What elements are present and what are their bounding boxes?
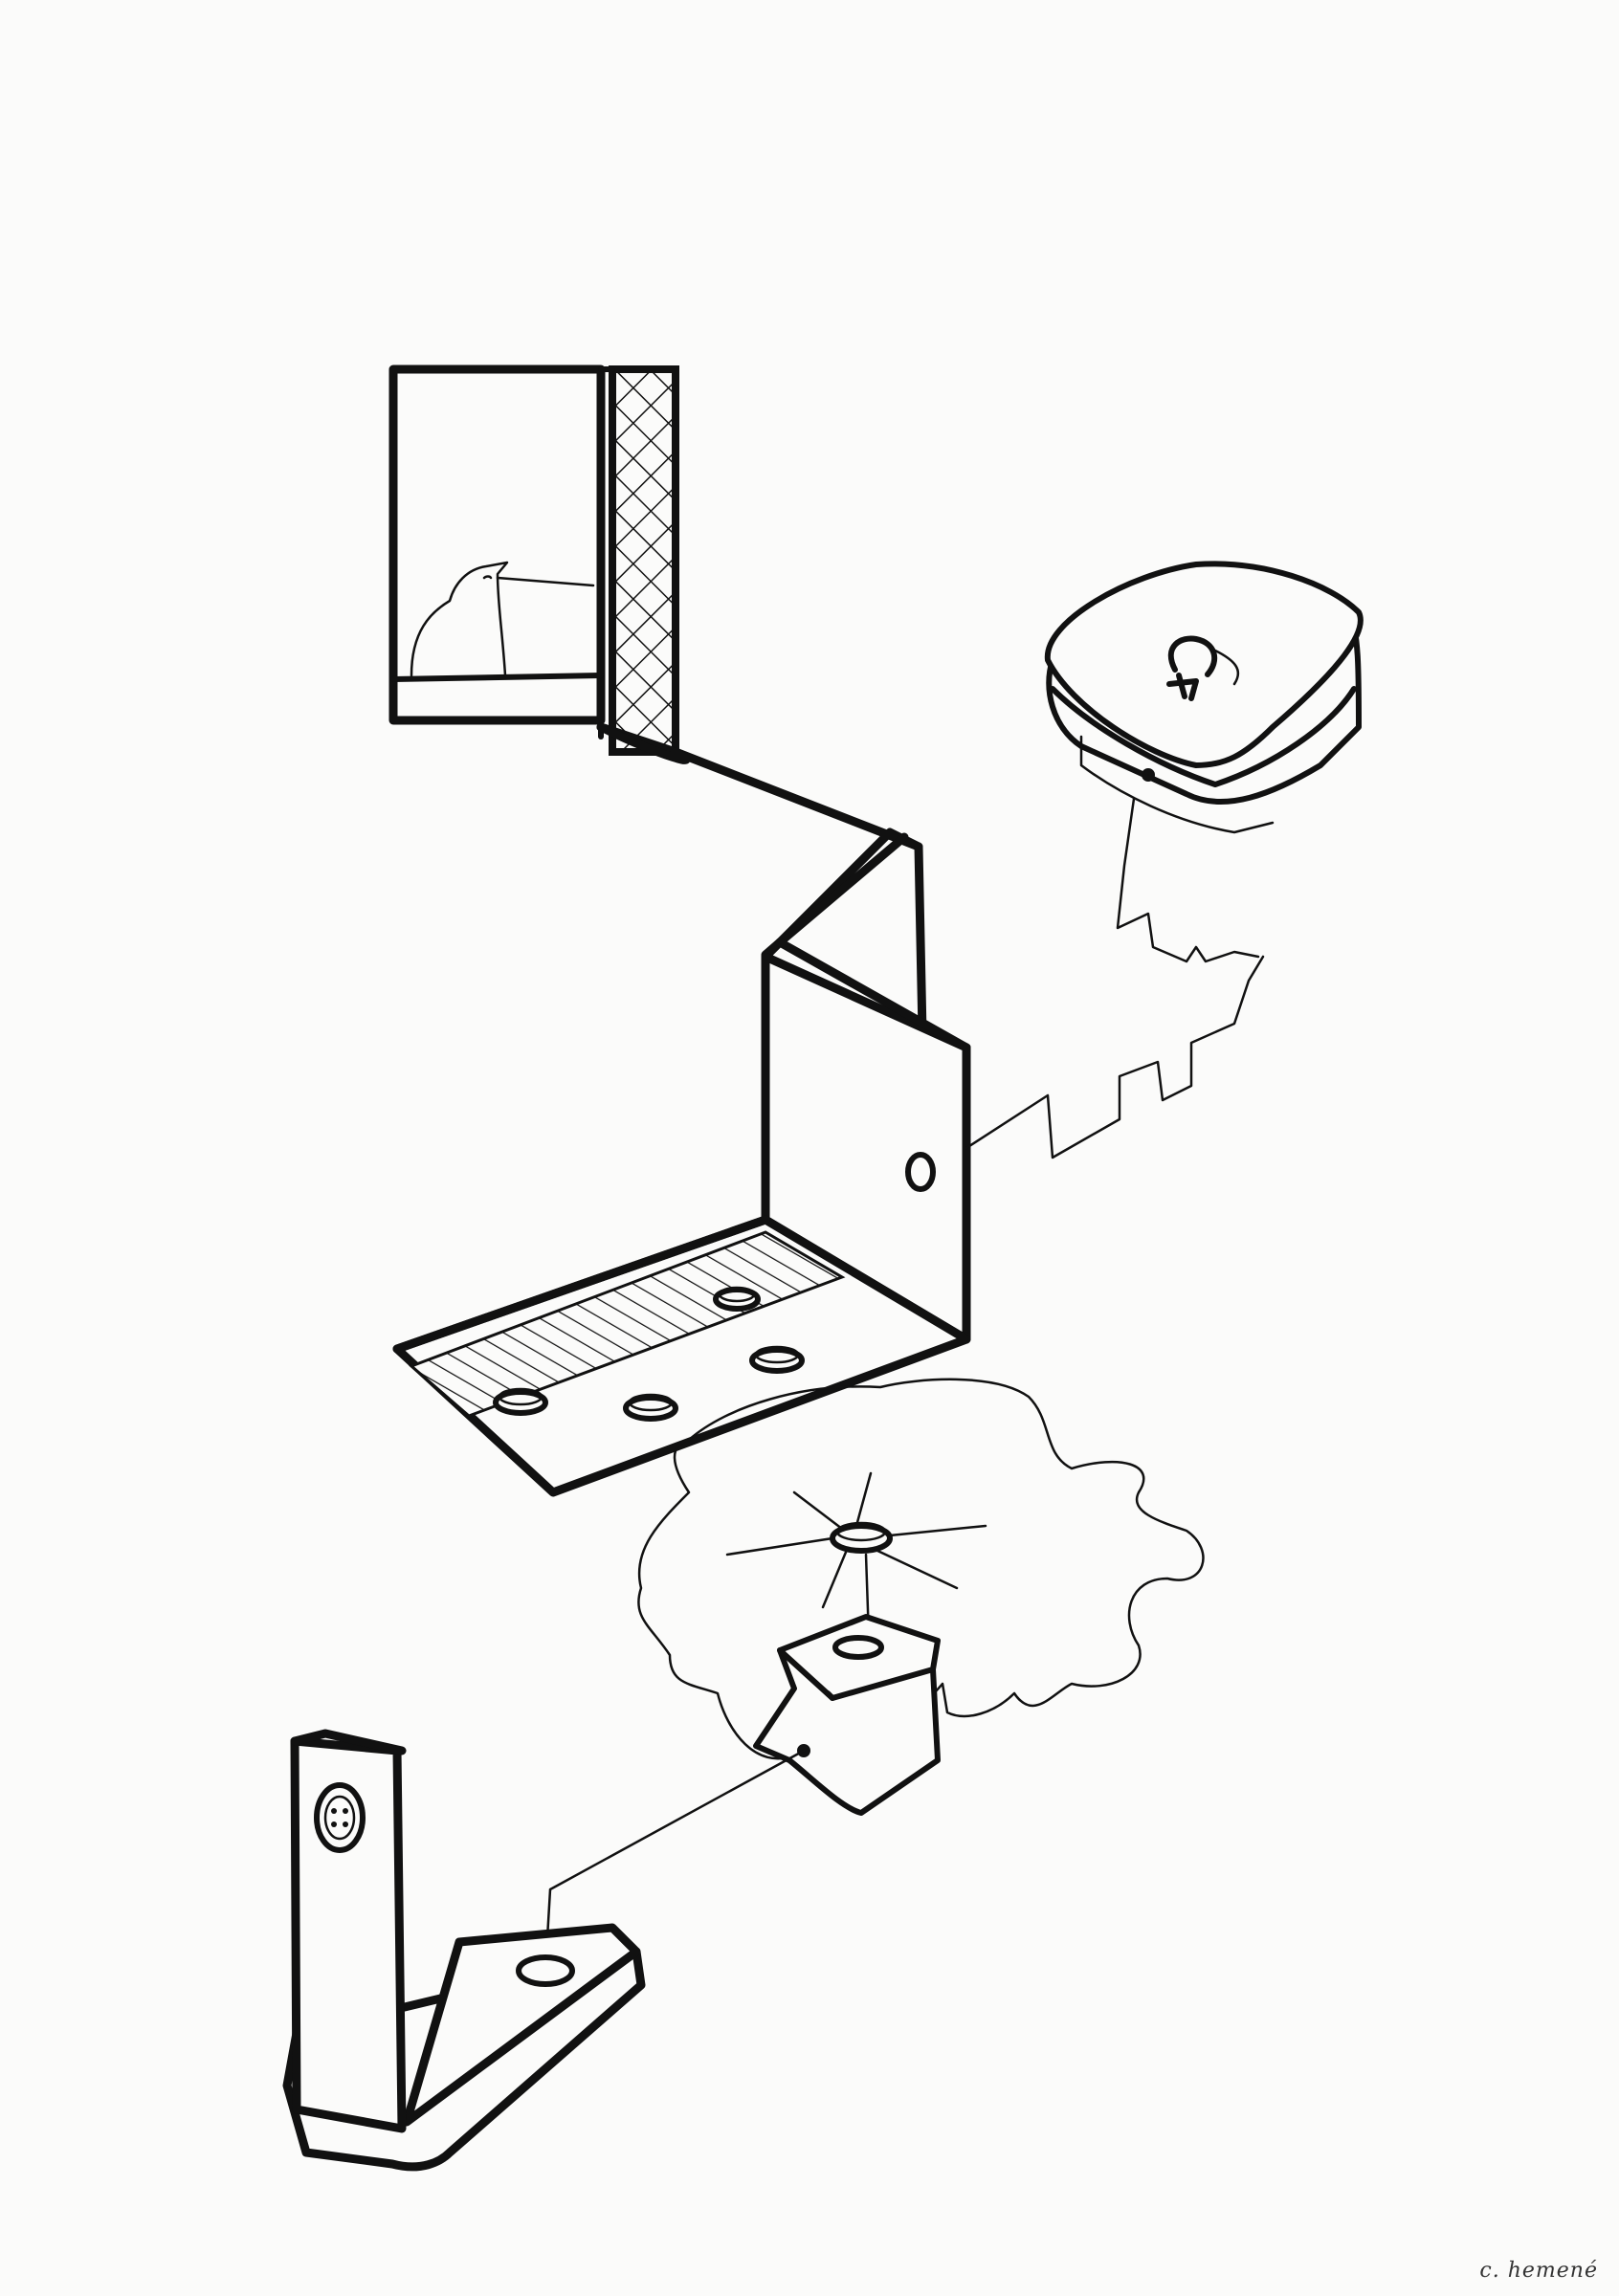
speaker-box [1044,561,1364,963]
wall-with-socket [761,938,1265,1344]
panel-socket-icon [314,1782,366,1853]
speaker-logo-icon [1166,635,1240,701]
puddle-with-coin [637,1378,1205,1760]
standing-panel-with-socket [282,1729,646,2172]
floor-coin [713,1286,761,1312]
window-with-bird [388,364,606,725]
lattice-strip [598,365,679,756]
floor-coin [749,1345,805,1374]
artist-signature: c. hemené [1479,2259,1598,2283]
floor-with-coins [392,1215,971,1497]
floor-coin [493,1387,548,1416]
floor-coin [623,1393,678,1422]
coin-slot-block [543,1614,941,1973]
